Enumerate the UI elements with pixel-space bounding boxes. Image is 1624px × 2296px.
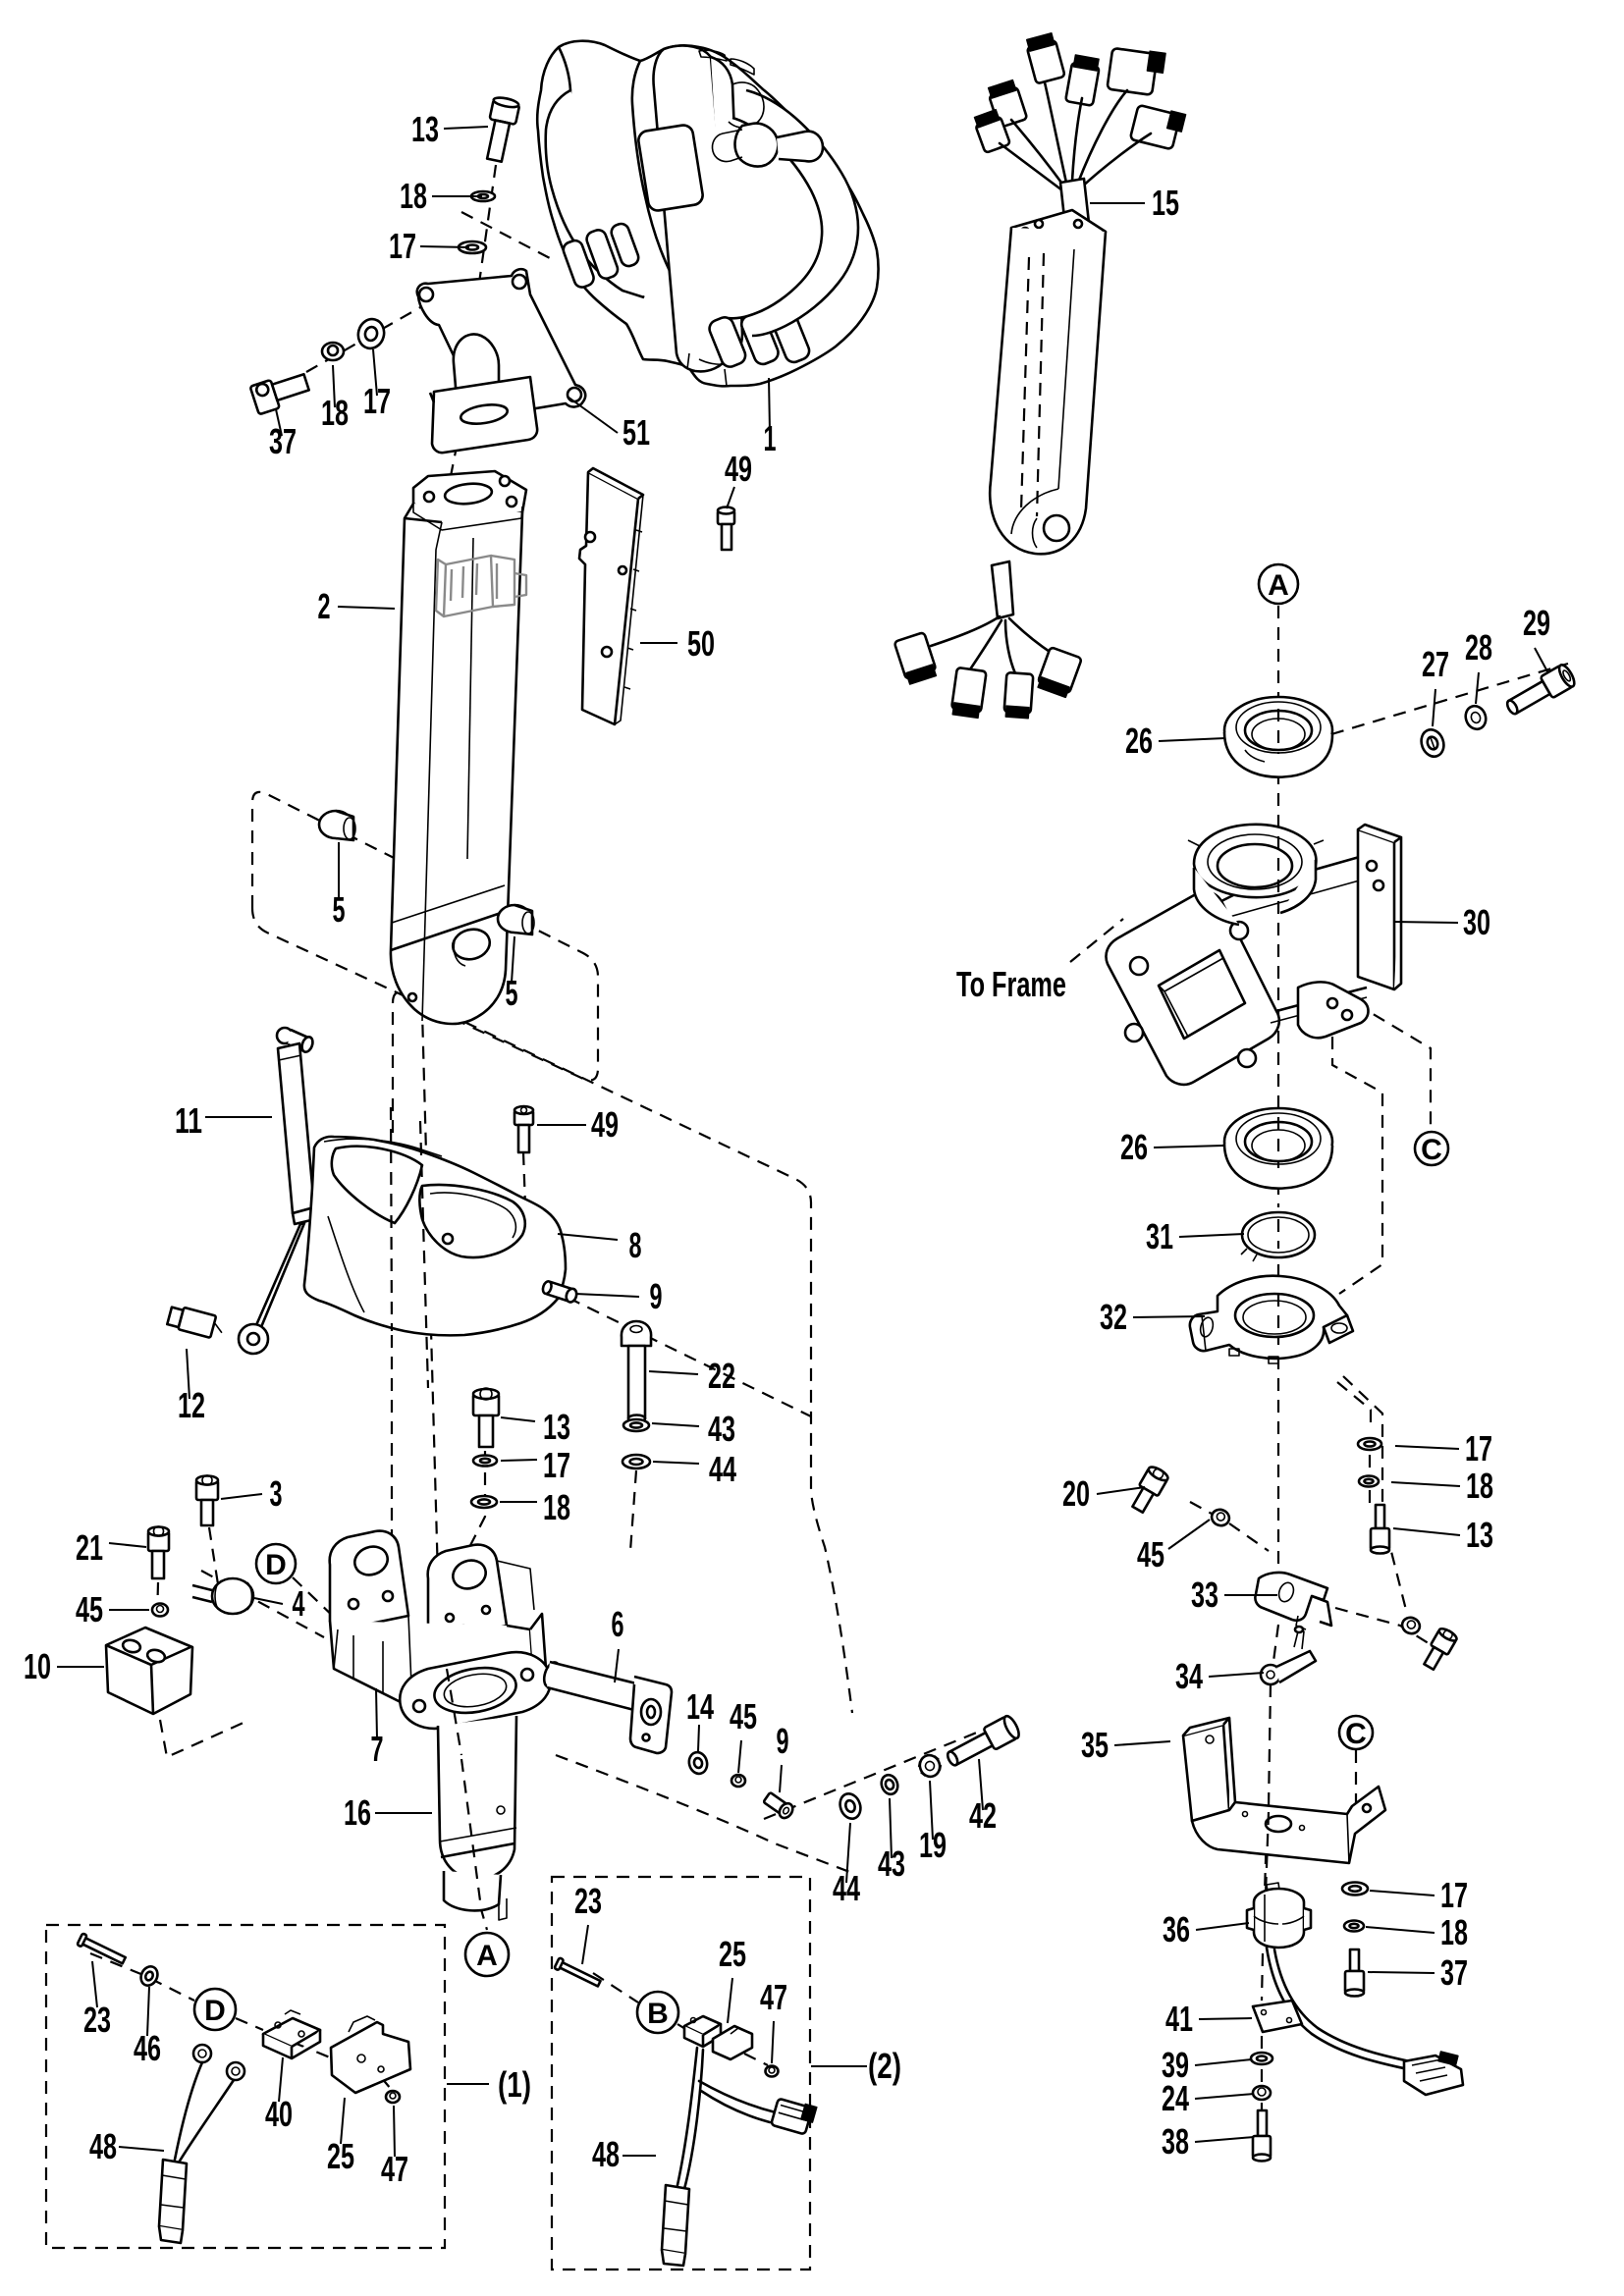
svg-text:D: D [265, 1549, 287, 1581]
svg-text:D: D [204, 1995, 226, 2027]
svg-text:45: 45 [730, 1696, 757, 1736]
svg-text:18: 18 [543, 1487, 570, 1527]
svg-text:31: 31 [1146, 1216, 1173, 1256]
svg-text:24: 24 [1162, 2078, 1189, 2118]
svg-text:5: 5 [506, 973, 518, 1013]
svg-text:46: 46 [134, 2028, 161, 2068]
svg-text:44: 44 [709, 1449, 736, 1489]
svg-text:(1): (1) [498, 2064, 531, 2105]
svg-text:49: 49 [725, 449, 752, 489]
svg-text:17: 17 [543, 1445, 570, 1485]
svg-text:29: 29 [1523, 603, 1550, 643]
svg-text:14: 14 [686, 1686, 714, 1727]
svg-text:16: 16 [344, 1792, 371, 1833]
svg-text:C: C [1421, 1134, 1442, 1166]
svg-text:33: 33 [1191, 1575, 1218, 1615]
svg-text:9: 9 [650, 1276, 663, 1316]
svg-text:27: 27 [1422, 644, 1449, 684]
svg-text:28: 28 [1465, 627, 1492, 667]
svg-text:21: 21 [76, 1527, 103, 1568]
svg-text:37: 37 [269, 421, 297, 461]
svg-text:20: 20 [1062, 1473, 1090, 1514]
svg-text:23: 23 [83, 2000, 111, 2040]
svg-text:5: 5 [333, 889, 346, 930]
svg-text:51: 51 [623, 412, 650, 453]
svg-text:A: A [1268, 569, 1289, 602]
svg-text:47: 47 [381, 2149, 408, 2189]
svg-text:17: 17 [389, 226, 416, 266]
svg-text:44: 44 [833, 1868, 860, 1908]
svg-text:13: 13 [1466, 1515, 1493, 1555]
svg-text:34: 34 [1175, 1656, 1203, 1696]
svg-text:25: 25 [719, 1934, 746, 1974]
svg-text:30: 30 [1463, 902, 1490, 942]
svg-text:35: 35 [1081, 1725, 1109, 1765]
svg-text:48: 48 [89, 2126, 117, 2166]
svg-text:17: 17 [1465, 1428, 1492, 1468]
svg-text:B: B [647, 1998, 669, 2030]
svg-text:19: 19 [919, 1825, 947, 1865]
svg-text:45: 45 [1137, 1534, 1164, 1575]
svg-text:26: 26 [1125, 721, 1153, 761]
svg-text:36: 36 [1163, 1909, 1190, 1949]
svg-text:6: 6 [612, 1604, 624, 1644]
svg-text:37: 37 [1440, 1952, 1468, 1993]
svg-text:4: 4 [293, 1583, 305, 1624]
svg-text:A: A [476, 1940, 498, 1972]
svg-text:38: 38 [1162, 2121, 1189, 2162]
svg-text:13: 13 [411, 109, 439, 149]
svg-text:43: 43 [878, 1843, 905, 1884]
svg-text:11: 11 [175, 1100, 202, 1141]
svg-text:3: 3 [270, 1473, 283, 1514]
svg-text:25: 25 [327, 2136, 354, 2176]
svg-text:1: 1 [764, 418, 777, 458]
svg-text:48: 48 [592, 2134, 620, 2174]
svg-text:C: C [1345, 1718, 1367, 1750]
svg-text:17: 17 [1440, 1875, 1468, 1915]
svg-text:47: 47 [760, 1977, 787, 2017]
svg-text:42: 42 [969, 1795, 997, 1836]
svg-text:39: 39 [1162, 2045, 1189, 2085]
svg-text:40: 40 [265, 2094, 293, 2134]
svg-text:2: 2 [318, 586, 331, 626]
svg-text:32: 32 [1100, 1297, 1127, 1337]
svg-text:23: 23 [574, 1881, 602, 1921]
svg-text:7: 7 [371, 1729, 384, 1769]
svg-text:12: 12 [178, 1385, 205, 1425]
svg-text:49: 49 [591, 1104, 619, 1145]
svg-text:41: 41 [1165, 1999, 1193, 2039]
svg-text:15: 15 [1152, 183, 1179, 223]
svg-text:45: 45 [76, 1589, 103, 1629]
svg-text:8: 8 [629, 1225, 642, 1265]
svg-text:18: 18 [400, 176, 427, 216]
svg-text:10: 10 [24, 1646, 51, 1686]
svg-text:To Frame: To Frame [956, 964, 1066, 1004]
svg-text:43: 43 [708, 1409, 735, 1449]
svg-text:(2): (2) [868, 2046, 901, 2086]
svg-text:18: 18 [1440, 1912, 1468, 1952]
svg-text:9: 9 [777, 1721, 789, 1761]
svg-text:50: 50 [687, 623, 715, 664]
svg-text:17: 17 [363, 381, 391, 421]
svg-text:13: 13 [543, 1407, 570, 1447]
svg-text:22: 22 [708, 1356, 735, 1396]
svg-text:18: 18 [321, 393, 349, 433]
svg-text:18: 18 [1466, 1466, 1493, 1506]
svg-text:26: 26 [1120, 1127, 1148, 1167]
